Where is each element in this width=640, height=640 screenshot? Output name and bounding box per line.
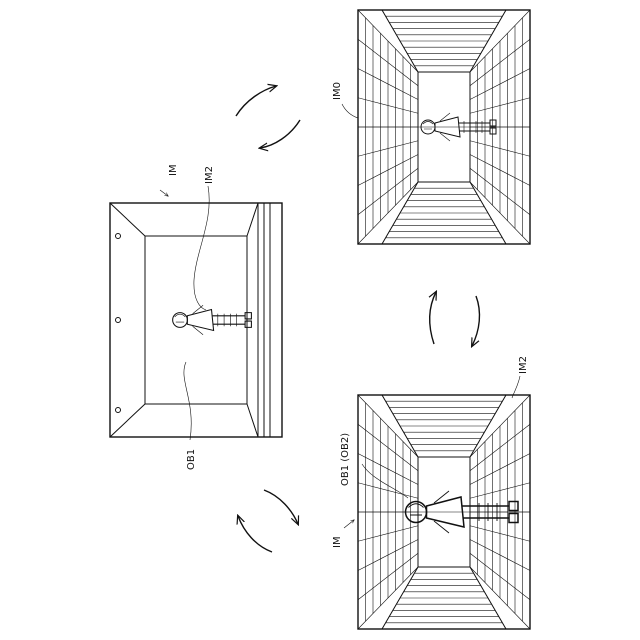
figure-head <box>173 313 188 328</box>
panel-im0-corridor <box>358 10 530 244</box>
leader-ob1-left <box>184 362 191 440</box>
leader-im-bottom <box>344 520 354 528</box>
label-im-left: IM <box>168 164 179 176</box>
arrow-middle-down-icon <box>472 296 479 346</box>
leader-im2-left <box>194 186 209 310</box>
figure-face <box>175 314 186 322</box>
wall-light-icon <box>116 408 121 413</box>
panel-im-left-figure-icon <box>173 305 252 334</box>
figure-dress <box>187 310 213 331</box>
panel-im-left-inner-room <box>145 236 247 404</box>
panel-im0 <box>358 10 530 244</box>
arrow-bottom-right-icon <box>264 490 298 524</box>
arrow-top-right-icon <box>236 86 276 116</box>
arrow-middle-up-icon <box>430 292 436 344</box>
panel-im-left <box>110 186 282 440</box>
leader-im0 <box>342 104 358 118</box>
room-edge <box>110 203 145 236</box>
panel-im-bottom-corridor <box>358 395 530 629</box>
wall-light-icon <box>116 234 121 239</box>
label-im0: IM0 <box>332 82 343 100</box>
label-ob1-left: OB1 <box>186 449 197 470</box>
figure-shoes <box>245 313 251 328</box>
wall-light-icon <box>116 318 121 323</box>
panel-im-left-frame <box>110 203 282 437</box>
arrow-bottom-left-icon <box>238 516 272 552</box>
room-edge <box>247 203 258 236</box>
leader-im-left <box>160 190 168 196</box>
room-edge <box>247 404 258 437</box>
figure-arms <box>193 305 204 334</box>
standing-person-icon <box>173 305 252 334</box>
figure-face <box>423 122 433 130</box>
panel-im-bottom <box>344 376 530 629</box>
arrow-top-left-icon <box>260 120 300 148</box>
label-im-bottom: IM <box>332 536 343 548</box>
leader-ob1-ob2 <box>362 464 408 498</box>
figure-legs <box>213 316 246 324</box>
label-ob1-ob2: OB1 (OB2) <box>340 433 351 486</box>
label-im2-bottom: IM2 <box>518 356 529 374</box>
label-im2-left: IM2 <box>204 166 215 184</box>
